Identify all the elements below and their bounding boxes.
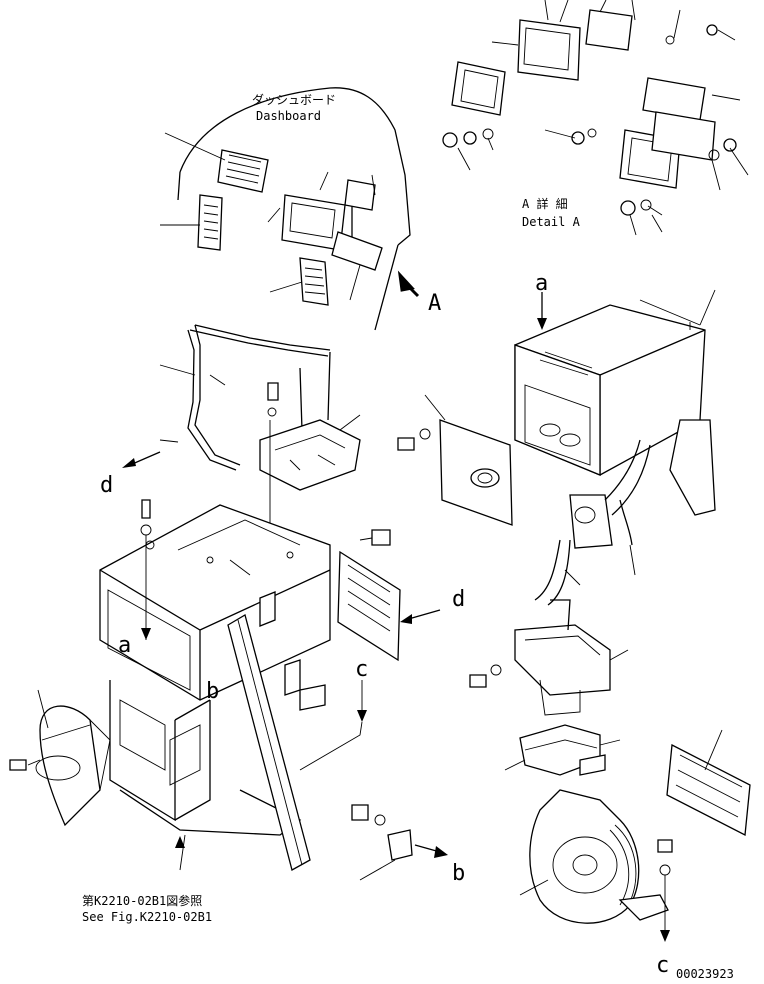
reference-jp: 第K2210-02B1図参照 — [82, 893, 202, 908]
reference-en: See Fig.K2210-02B1 — [82, 910, 212, 924]
arrow-c-mid-label: c — [355, 657, 368, 682]
control-valve — [259, 419, 361, 491]
arrow-d-left-label: d — [100, 473, 113, 498]
sensor-body — [387, 829, 413, 861]
detail-gasket-left — [451, 61, 506, 116]
view-arrow-label: A — [428, 291, 441, 316]
blower-fan — [529, 789, 669, 924]
lower-duct — [514, 599, 611, 716]
dashboard-gasket — [331, 231, 383, 271]
detail-label-en: Detail A — [522, 215, 581, 229]
dashboard-louvre-left — [197, 194, 223, 251]
bolt-left — [9, 759, 27, 771]
sensor-group: b — [351, 804, 465, 886]
dashboard-plate — [344, 179, 376, 211]
side-grille — [337, 550, 401, 662]
reference-arrow-icon — [175, 836, 185, 848]
arrow-c-bottom-label: c — [656, 953, 669, 978]
dashboard-louvre-lower — [299, 257, 329, 306]
water-valve — [534, 439, 651, 606]
view-arrow-icon — [397, 270, 420, 298]
left-duct — [35, 705, 111, 827]
detail-a-group: A 詳 細 Detail A — [442, 0, 749, 236]
arrow-d-left-icon — [122, 458, 136, 468]
detail-plate-right — [642, 77, 706, 121]
drawing-number: 00023923 — [676, 967, 734, 981]
pipe-vertical — [299, 351, 331, 431]
bolt-top — [141, 499, 151, 519]
detail-label-jp: A 詳 細 — [522, 196, 568, 211]
small-bracket — [519, 724, 606, 776]
frame-channel — [227, 614, 311, 871]
arrow-c-bottom-icon — [660, 930, 670, 942]
arrow-b-bottom-label: b — [452, 861, 465, 886]
arrow-a-left-icon — [141, 628, 151, 640]
frame-lower-left — [109, 680, 176, 822]
heater-unit: a — [397, 271, 751, 978]
bolt-side — [371, 529, 391, 546]
pipe-left — [194, 324, 241, 466]
bolt-small — [267, 382, 279, 401]
detail-plate-top — [585, 9, 633, 51]
dashboard-label-jp: ダッシュボード — [252, 92, 336, 107]
pipe-top — [194, 324, 331, 351]
dashboard-vent — [217, 149, 269, 193]
arrow-a-left-label: a — [118, 633, 131, 658]
detail-duct-box — [517, 19, 581, 81]
arrow-a-top-icon — [537, 318, 547, 330]
dashboard-outline — [179, 87, 411, 246]
arrow-d-right-label: d — [452, 587, 465, 612]
dashboard-group: ダッシュボード Dashboard A — [160, 87, 441, 331]
arrow-b-mid-label: b — [206, 679, 219, 704]
heater-bracket — [669, 419, 716, 516]
arrow-a-top-label: a — [535, 271, 548, 296]
air-filter — [666, 743, 751, 837]
pipe-assembly: d — [100, 324, 361, 550]
main-frame: a b c d 第K2210-02B1図参照 See Fig.K2210-02B… — [9, 499, 465, 924]
arrow-b-bottom-icon — [434, 846, 448, 858]
dashboard-label-en: Dashboard — [256, 109, 321, 123]
dashboard-edge — [177, 171, 399, 331]
arrow-d-right-icon — [400, 614, 412, 624]
arrow-c-mid-icon — [357, 710, 367, 722]
frame-top-box — [99, 504, 331, 701]
heater-cover-plate — [439, 419, 513, 526]
detail-bolts — [442, 24, 737, 216]
